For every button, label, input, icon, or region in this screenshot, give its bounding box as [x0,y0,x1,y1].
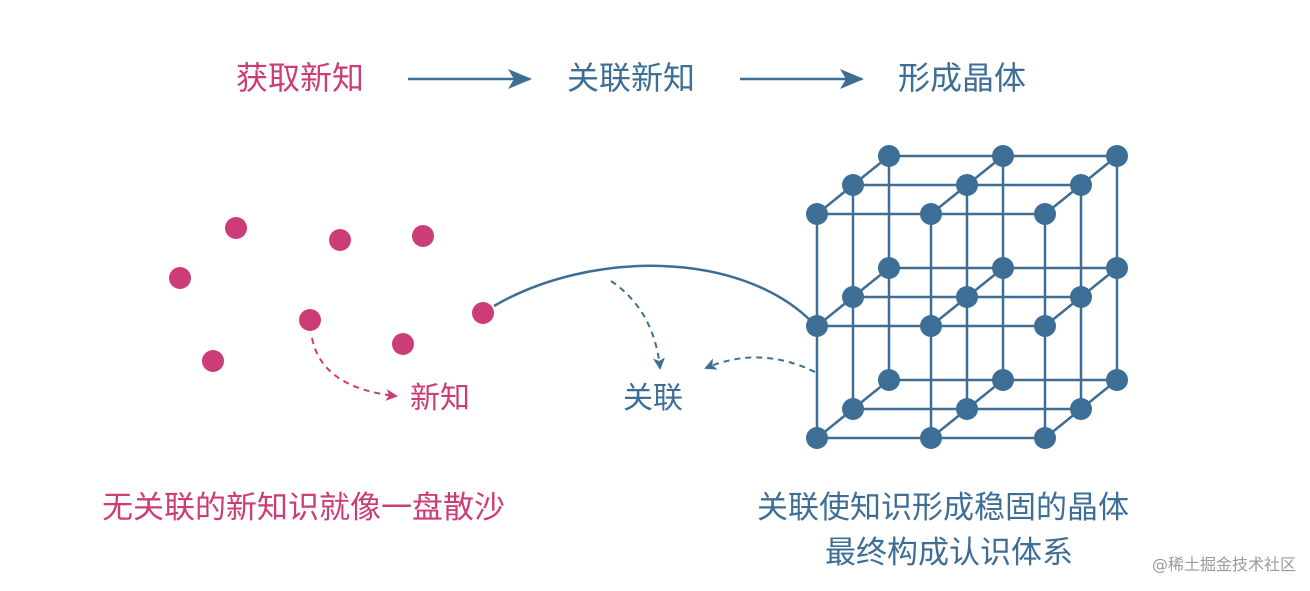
flow-step-acquire: 获取新知 [236,59,365,97]
lattice-node [992,257,1014,279]
association-arrow-top [610,280,665,370]
new-knowledge-label: 新知 [410,381,470,416]
lattice-node [1106,145,1128,167]
lattice-node [842,398,864,420]
lattice-node [1070,398,1092,420]
lattice-node [1034,427,1056,449]
lattice-node [920,203,942,225]
new-knowledge-arrow [311,337,398,401]
knowledge-dot [202,350,224,372]
lattice-node [806,427,828,449]
lattice-node [806,203,828,225]
left-caption: 无关联的新知识就像一盘散沙 [102,490,505,526]
crystal-lattice-lines [815,154,1119,440]
right-caption-line1: 关联使知识形成稳固的晶体 [757,490,1129,526]
lattice-node [842,174,864,196]
knowledge-dot [412,225,434,247]
lattice-node [878,257,900,279]
lattice-node [806,315,828,337]
right-caption-line2: 最终构成认识体系 [825,535,1073,571]
lattice-node [920,427,942,449]
knowledge-dot [392,333,414,355]
lattice-node [992,369,1014,391]
lattice-node [1034,203,1056,225]
knowledge-dot [329,229,351,251]
lattice-node [956,398,978,420]
association-label: 关联 [623,381,683,416]
association-arc [493,264,813,323]
lattice-node [1106,257,1128,279]
lattice-node [1106,369,1128,391]
flow-step-associate: 关联新知 [567,59,696,97]
knowledge-dot [299,309,321,331]
lattice-node [878,369,900,391]
lattice-node [992,145,1014,167]
lattice-node [956,174,978,196]
new-knowledge-dot [472,302,494,324]
lattice-node [842,286,864,308]
crystal-lattice-nodes [806,145,1128,449]
lattice-node [878,145,900,167]
association-arrow-right [704,356,816,373]
flow-step-crystallize: 形成晶体 [898,59,1027,97]
scattered-dots [169,217,494,372]
lattice-node [1070,286,1092,308]
lattice-node [1070,174,1092,196]
lattice-node [1034,315,1056,337]
lattice-node [956,286,978,308]
knowledge-dot [225,217,247,239]
watermark: @稀土掘金技术社区 [1151,555,1296,574]
knowledge-dot [169,267,191,289]
lattice-node [920,315,942,337]
